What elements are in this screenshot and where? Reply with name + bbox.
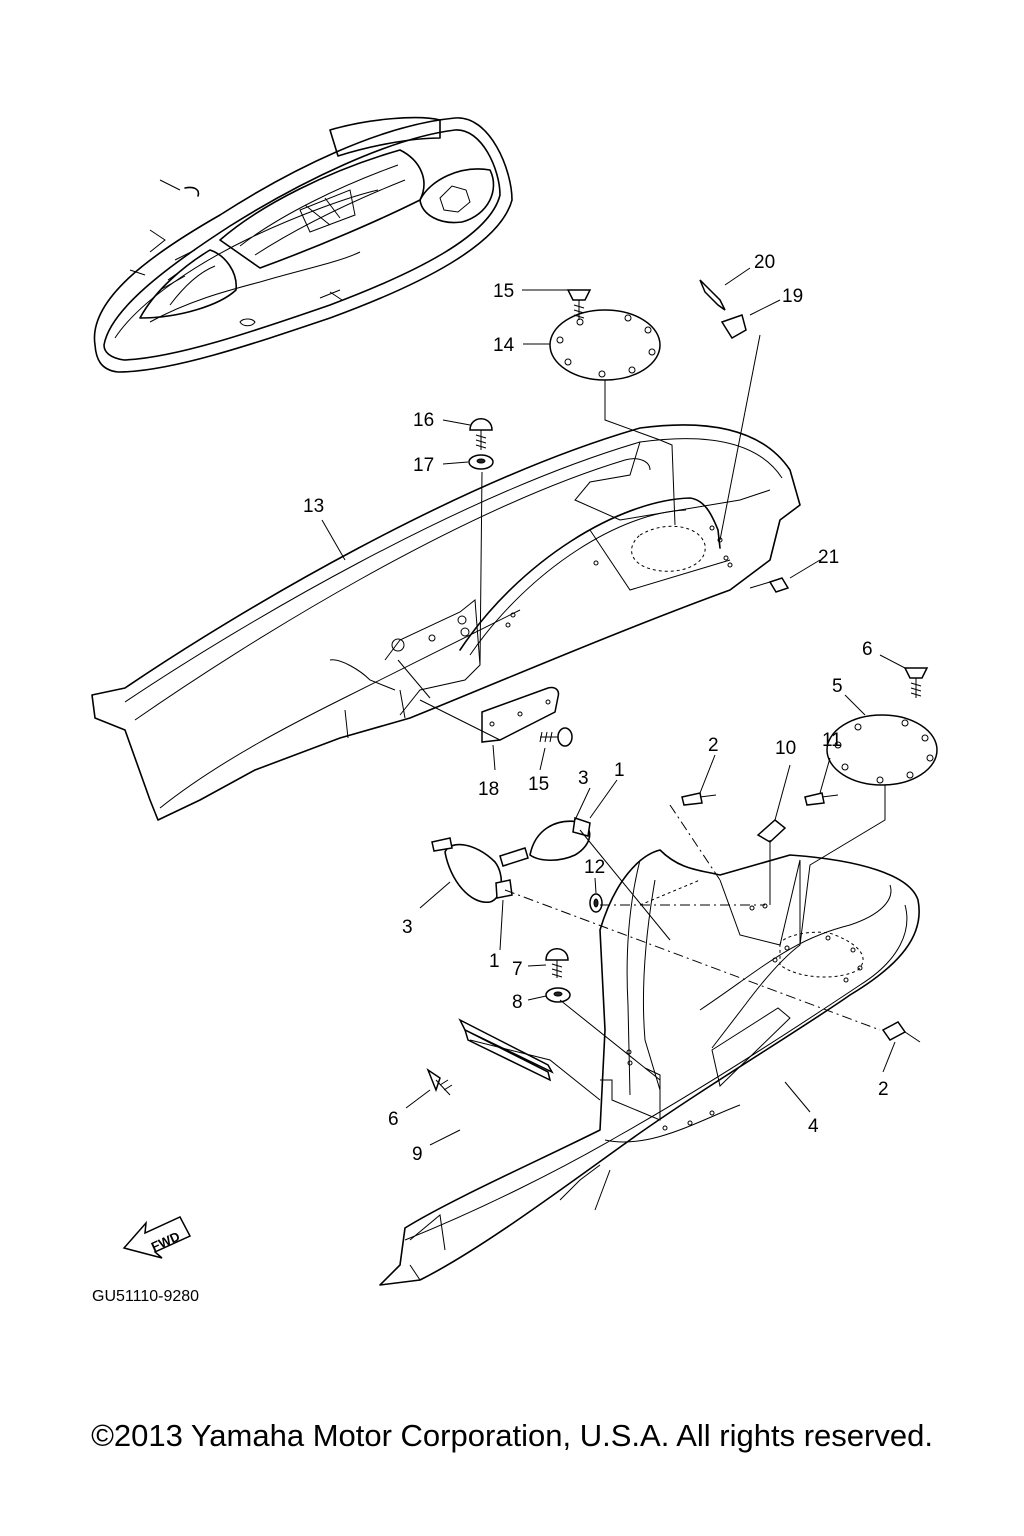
label-part-9: 9 bbox=[412, 1144, 423, 1165]
label-part-4: 4 bbox=[808, 1116, 819, 1137]
rivet-20 bbox=[699, 279, 726, 311]
label-part-19: 19 bbox=[782, 286, 803, 307]
washer-12 bbox=[589, 893, 603, 913]
label-part-12: 12 bbox=[584, 857, 605, 878]
screw-15-top bbox=[566, 289, 592, 320]
fwd-arrow-icon: FWD bbox=[122, 1216, 192, 1259]
liner-lower-4 bbox=[379, 849, 920, 1286]
label-part-1-lower: 1 bbox=[489, 951, 500, 972]
label-part-10: 10 bbox=[775, 738, 796, 759]
washer-17 bbox=[468, 454, 494, 470]
label-part-15-top: 15 bbox=[493, 281, 514, 302]
liner-upper-13 bbox=[91, 424, 801, 821]
rivet-11 bbox=[804, 792, 839, 806]
label-part-20: 20 bbox=[754, 252, 775, 273]
label-part-6-bottom: 6 bbox=[388, 1109, 399, 1130]
parts-diagram: 15 14 16 17 13 20 19 21 6 5 2 10 11 3 1 … bbox=[91, 116, 938, 1305]
screw-15-mid bbox=[539, 727, 573, 747]
assembly-lines bbox=[397, 334, 886, 1101]
label-part-16: 16 bbox=[413, 410, 434, 431]
label-part-11: 11 bbox=[822, 730, 842, 751]
leader-lines bbox=[321, 267, 906, 1146]
bolt-16 bbox=[469, 418, 493, 450]
label-part-8: 8 bbox=[512, 992, 523, 1013]
rivet-2-bottom bbox=[881, 1021, 921, 1043]
label-part-1-upper: 1 bbox=[614, 760, 625, 781]
cover-disc-5 bbox=[826, 714, 938, 786]
clip-10 bbox=[756, 819, 787, 843]
cover-disc-14 bbox=[549, 309, 661, 381]
screw-6-top bbox=[903, 667, 929, 698]
label-part-14: 14 bbox=[493, 335, 515, 356]
label-part-21: 21 bbox=[818, 547, 839, 568]
part-labels: 15 14 16 17 13 20 19 21 6 5 2 10 11 3 1 … bbox=[303, 252, 889, 1165]
rivet-2-top bbox=[681, 792, 717, 806]
label-part-6-top: 6 bbox=[862, 639, 873, 660]
label-part-18: 18 bbox=[478, 779, 499, 800]
plate-9 bbox=[458, 1018, 554, 1082]
screw-6-bottom bbox=[426, 1068, 453, 1096]
nut-21 bbox=[768, 577, 790, 593]
band-3-upper bbox=[499, 817, 591, 867]
plate-18 bbox=[481, 686, 560, 743]
label-part-5: 5 bbox=[832, 676, 843, 697]
label-part-15-mid: 15 bbox=[528, 774, 549, 795]
washer-8 bbox=[545, 987, 571, 1003]
label-part-7: 7 bbox=[512, 959, 523, 980]
label-part-13: 13 bbox=[303, 496, 324, 517]
label-part-3-upper: 3 bbox=[578, 768, 589, 789]
copyright-notice: ©2013 Yamaha Motor Corporation, U.S.A. A… bbox=[91, 1418, 933, 1453]
bolt-7 bbox=[545, 948, 569, 978]
label-part-17: 17 bbox=[413, 455, 434, 476]
label-part-2-top: 2 bbox=[708, 735, 719, 756]
clip-19 bbox=[720, 314, 747, 340]
label-part-2-bottom: 2 bbox=[878, 1079, 889, 1100]
diagram-code: GU51110-9280 bbox=[92, 1288, 199, 1305]
watercraft-overview bbox=[93, 116, 513, 373]
label-part-3-lower: 3 bbox=[402, 917, 413, 938]
band-3-lower bbox=[431, 837, 513, 903]
